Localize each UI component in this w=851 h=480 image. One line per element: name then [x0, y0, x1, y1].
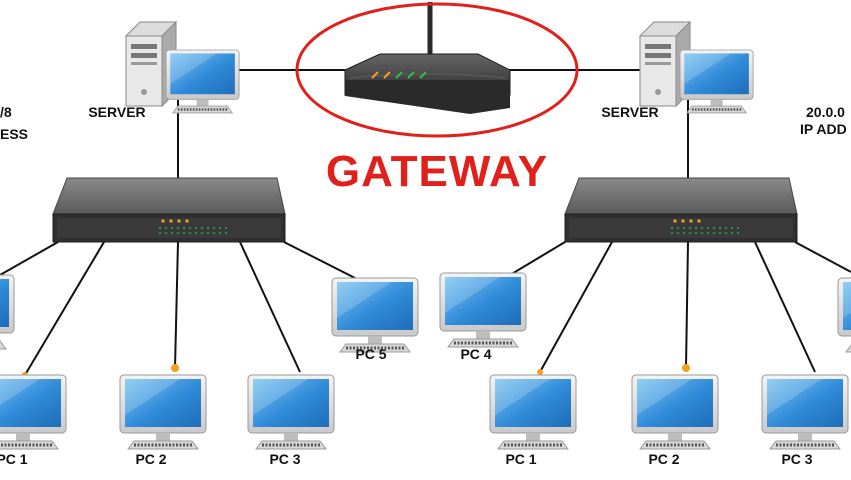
- pc-left-5-label: PC 5: [355, 346, 387, 362]
- pc-right-2-label: PC 2: [648, 451, 680, 467]
- address-right-line-1: 20.0.0: [806, 104, 845, 120]
- pc-right-1: [488, 373, 578, 451]
- pc-left-1: [0, 373, 68, 451]
- server-left-label: SERVER: [88, 104, 146, 120]
- pc-left-partial: [0, 273, 16, 351]
- gateway-label: GATEWAY: [325, 147, 549, 196]
- pc-right-4-label: PC 4: [460, 346, 492, 362]
- pc-left-3-label: PC 3: [269, 451, 301, 467]
- pc-right-1-label: PC 1: [505, 451, 537, 467]
- pc-left-1-label: PC 1: [0, 451, 28, 467]
- address-right-line-2: IP ADD: [800, 121, 847, 137]
- switch-left: [52, 177, 286, 243]
- pc-right-4: [438, 271, 528, 349]
- pc-left-2-label: PC 2: [135, 451, 167, 467]
- pc-left-2: [118, 373, 208, 451]
- pc-right-2: [630, 373, 720, 451]
- pc-right-partial: [836, 276, 851, 354]
- pc-left-3: [246, 373, 336, 451]
- address-left-line-2: ESS: [0, 126, 29, 142]
- server-left: [126, 22, 239, 113]
- server-right-label: SERVER: [601, 104, 659, 120]
- gateway-highlight-ring: [295, 2, 579, 138]
- switch-right: [564, 177, 798, 243]
- pc-right-3: [760, 373, 850, 451]
- cables: [0, 69, 851, 376]
- gateway-router: [344, 2, 511, 114]
- address-left-line-1: /8: [0, 104, 12, 120]
- server-right: [640, 22, 753, 113]
- pc-left-5: [330, 276, 420, 354]
- pc-right-3-label: PC 3: [781, 451, 813, 467]
